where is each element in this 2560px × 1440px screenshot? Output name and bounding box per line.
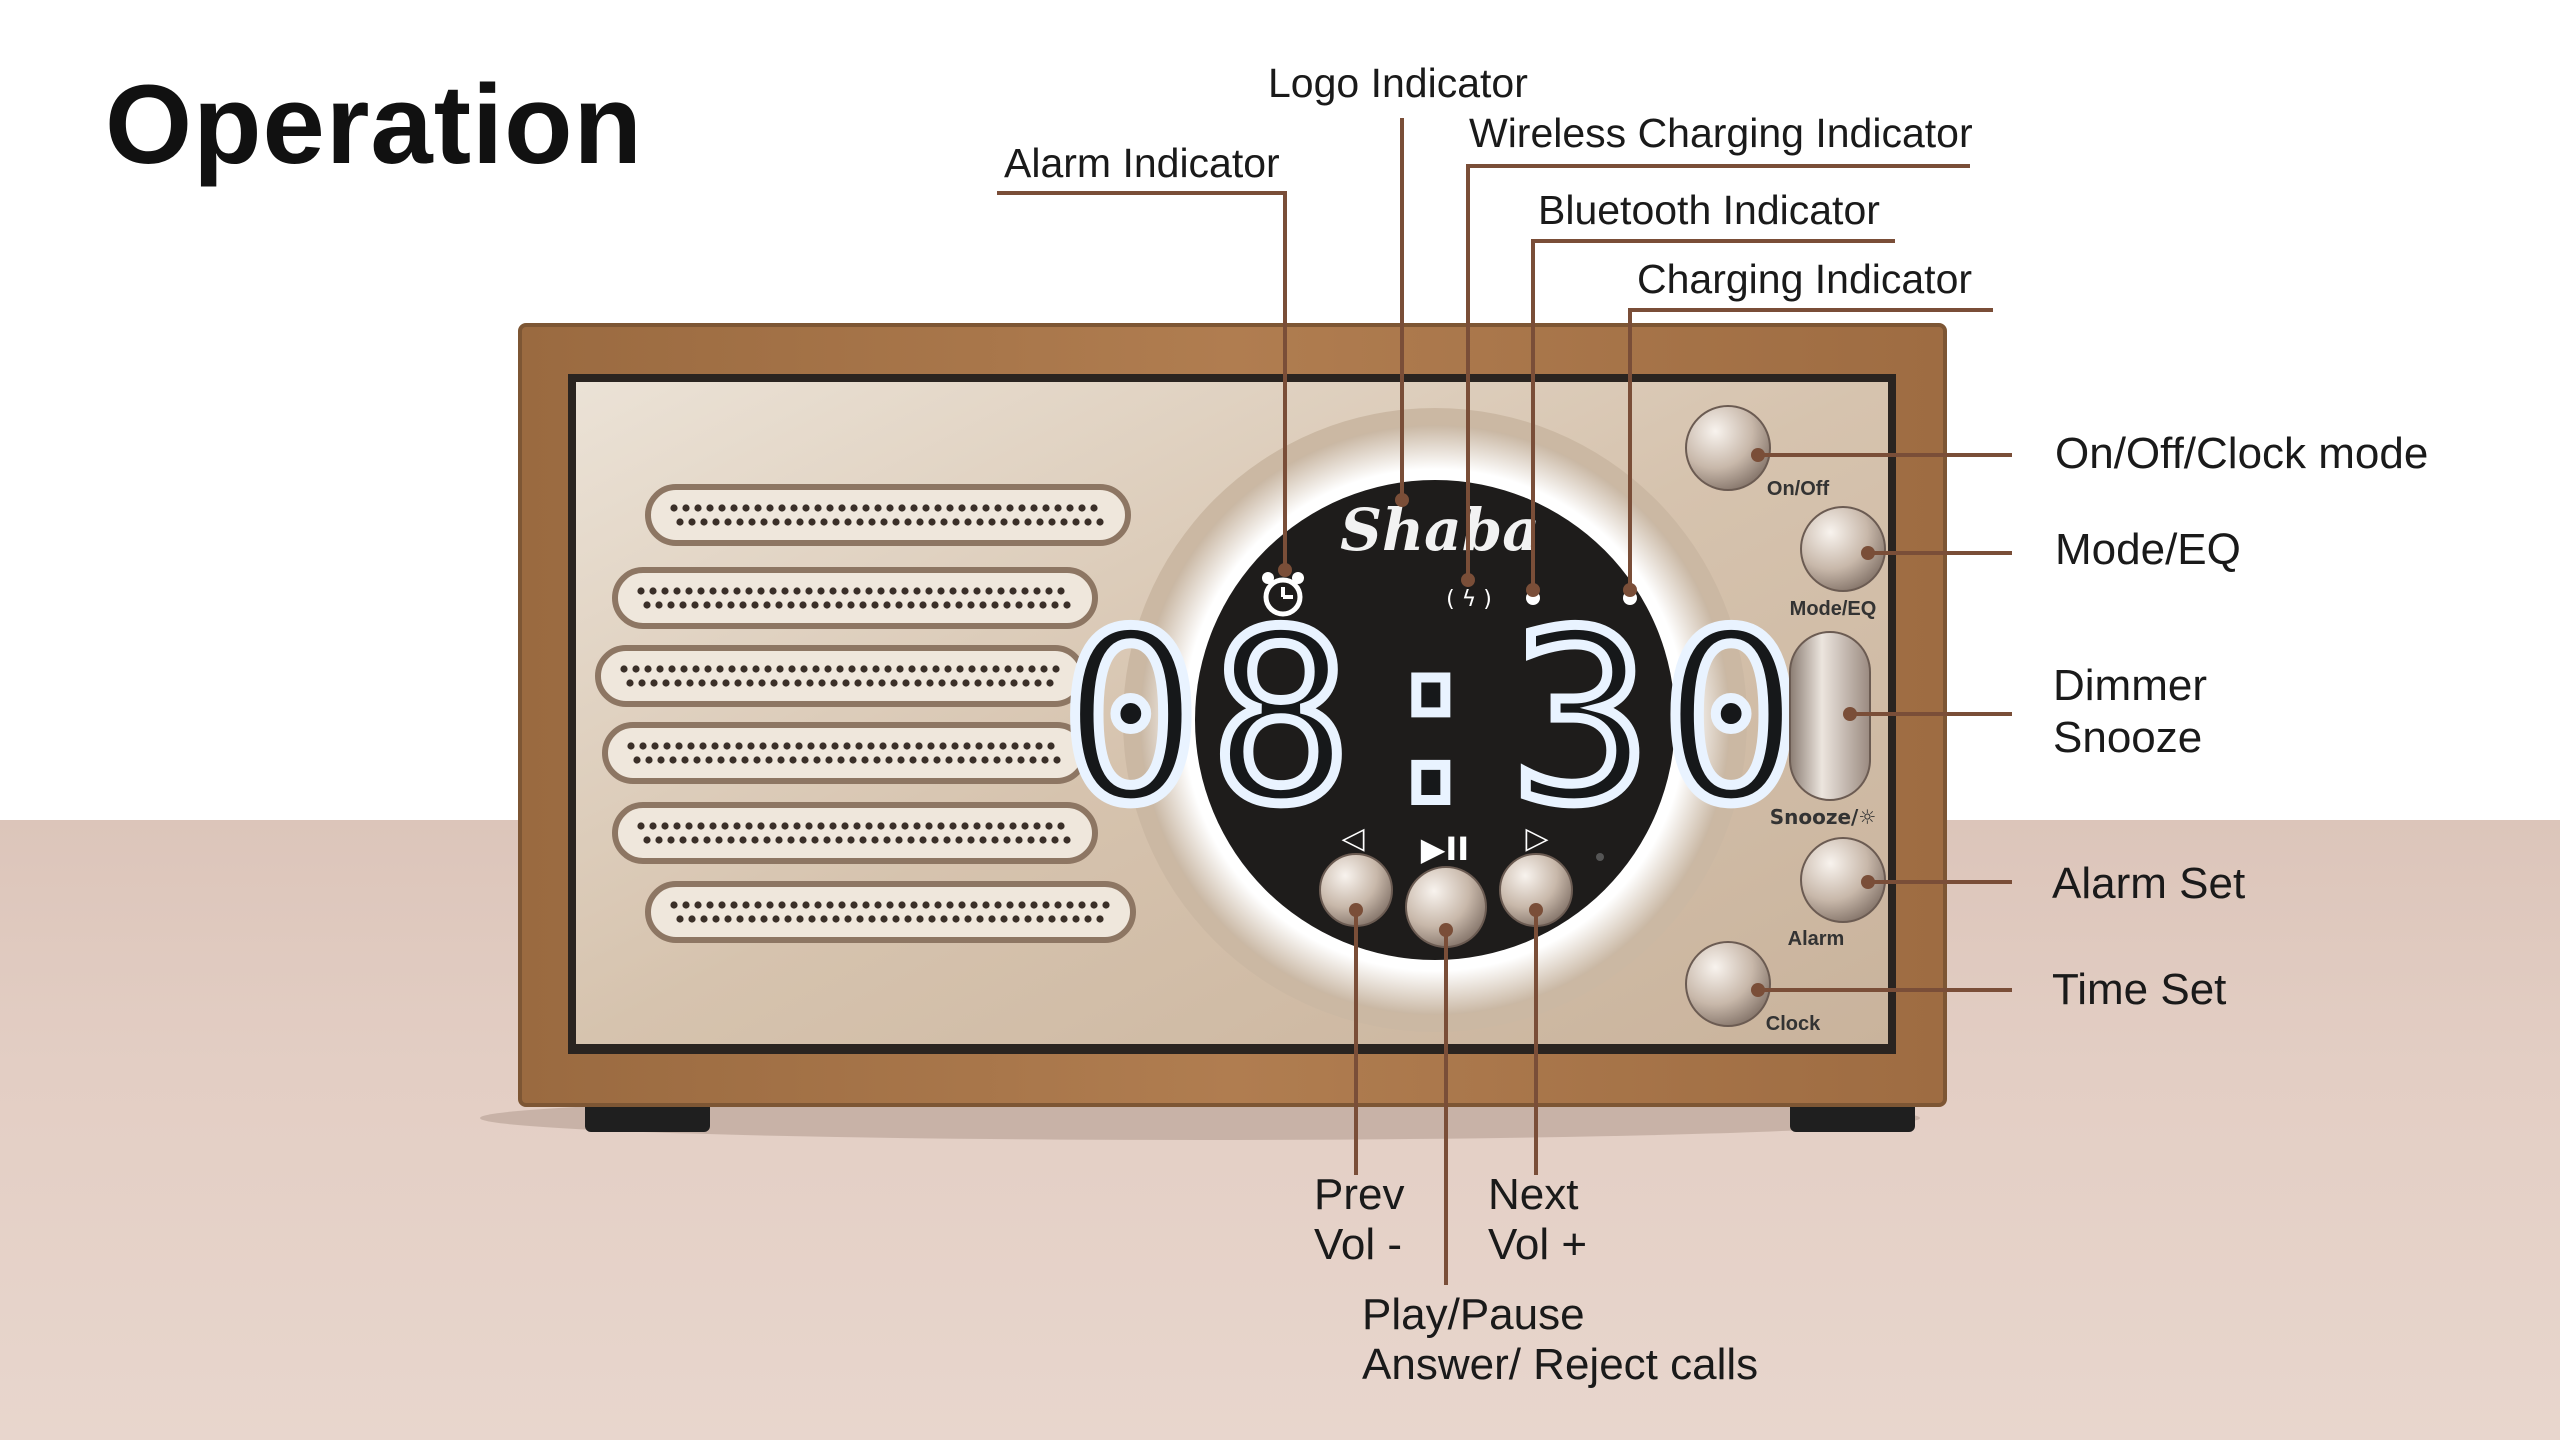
wireless-charging-icon: ( ϟ ): [1446, 587, 1492, 612]
speaker-grille: [595, 484, 1136, 943]
grille-holes: [637, 587, 1071, 609]
mode-eq-label: Mode/EQ: [2055, 525, 2241, 574]
grille-slot: [595, 645, 1086, 707]
brand-logo: Shaba: [1340, 496, 1540, 564]
on-off-printed-label: On/Off: [1767, 478, 1830, 500]
next-symbol: ▷: [1525, 821, 1548, 856]
logo-indicator-label: Logo Indicator: [1268, 60, 1528, 106]
right-foot: [1790, 1100, 1915, 1132]
grille-slot: [645, 881, 1136, 943]
next-vol-up-label: Next Vol +: [1488, 1170, 1587, 1270]
grille-slot: [612, 567, 1098, 629]
play-pause-answer-label: Play/Pause Answer/ Reject calls: [1362, 1290, 1758, 1390]
bluetooth-indicator-label: Bluetooth Indicator: [1538, 187, 1880, 233]
vol-up-label-line: Vol +: [1488, 1220, 1588, 1269]
grille-holes: [620, 665, 1060, 687]
alarm-indicator-label: Alarm Indicator: [1004, 140, 1280, 186]
grille-slot: [612, 802, 1098, 864]
on-off-button[interactable]: [1685, 405, 1771, 491]
alarm-set-label: Alarm Set: [2052, 859, 2246, 908]
page-title: Operation: [105, 62, 643, 187]
grille-slot: [602, 722, 1088, 784]
mode-eq-button[interactable]: [1800, 506, 1886, 592]
grille-holes: [670, 504, 1104, 526]
alarm-clock-icon: [1262, 572, 1304, 617]
answer-reject-label-line: Answer/ Reject calls: [1362, 1340, 1759, 1389]
microphone-hole: [1596, 853, 1604, 861]
play-pause-symbol: ▶II: [1421, 830, 1469, 868]
callout-leader-lines: [997, 118, 2012, 1285]
next-label-line: Next: [1488, 1170, 1579, 1219]
on-off-clock-mode-label: On/Off/Clock mode: [2055, 429, 2429, 478]
vol-down-label-line: Vol -: [1314, 1220, 1403, 1269]
time-display: 08:30: [1060, 581, 1810, 856]
display-screen: [1195, 480, 1675, 960]
dimmer-snooze-label: Dimmer Snooze: [2053, 660, 2207, 764]
svg-text:( ϟ ): ( ϟ ): [1446, 587, 1492, 612]
play-pause-label-line: Play/Pause: [1362, 1290, 1585, 1339]
wireless-charging-indicator-label: Wireless Charging Indicator: [1469, 110, 1973, 156]
charging-indicator-label: Charging Indicator: [1637, 256, 1973, 302]
snooze-printed-label: Snooze/☼: [1770, 805, 1877, 829]
leader-end-dots: [1278, 448, 1875, 997]
dimmer-label-line: Dimmer: [2053, 661, 2207, 710]
prev-symbol: ◁: [1341, 821, 1364, 856]
alarm-printed-label: Alarm: [1788, 928, 1845, 950]
grille-holes: [637, 822, 1071, 844]
prev-label-line: Prev: [1314, 1170, 1405, 1219]
left-foot: [585, 1100, 710, 1132]
snooze-label-line: Snooze: [2053, 713, 2203, 762]
clock-button[interactable]: [1685, 941, 1771, 1027]
mode-eq-printed-label: Mode/EQ: [1790, 598, 1877, 620]
grille-holes: [670, 901, 1110, 923]
prev-vol-down-label: Prev Vol -: [1314, 1170, 1404, 1270]
time-set-label: Time Set: [2052, 965, 2227, 1014]
grille-slot: [645, 484, 1131, 546]
grille-holes: [627, 742, 1061, 764]
clock-printed-label: Clock: [1766, 1013, 1821, 1035]
